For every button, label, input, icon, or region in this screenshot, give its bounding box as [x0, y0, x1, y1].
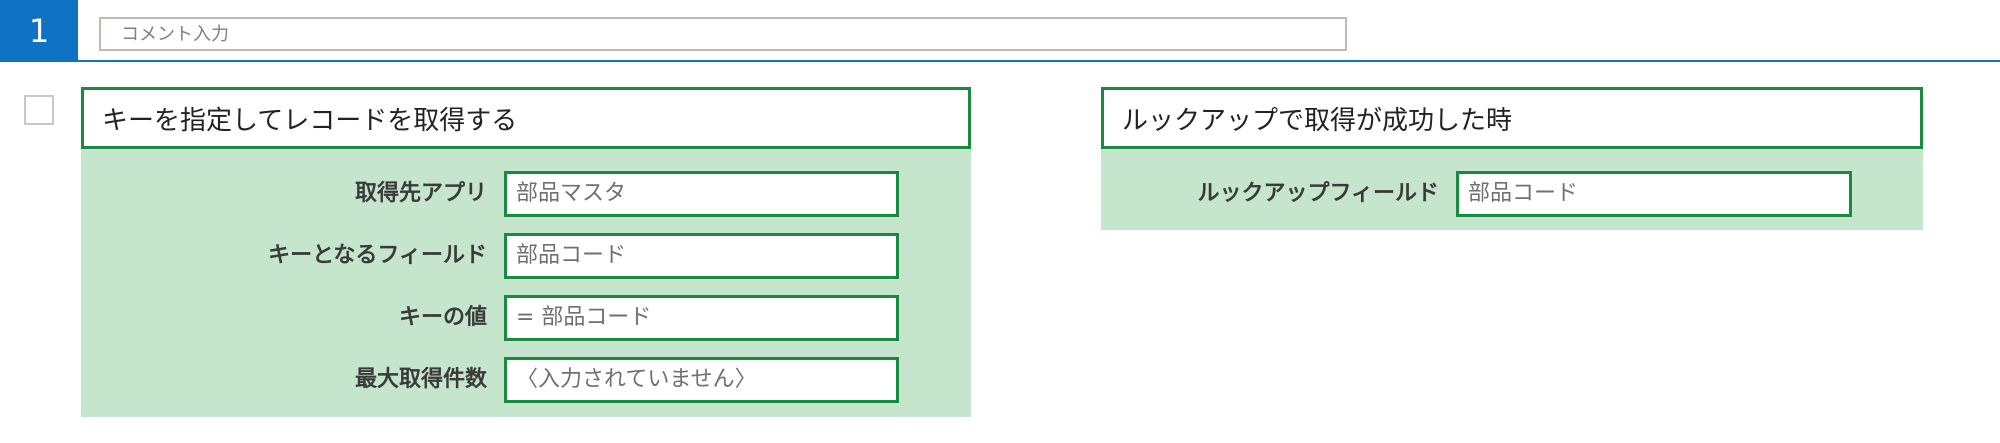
step-number-badge: 1 — [0, 0, 78, 62]
get-record-panel: キーを指定してレコードを取得する 取得先アプリ 部品マスタ キーとなるフィールド… — [81, 87, 971, 417]
lookup-success-panel: ルックアップで取得が成功した時 ルックアップフィールド 部品コード — [1101, 87, 1923, 230]
key-value-field[interactable]: = 部品コード — [504, 295, 899, 341]
get-record-panel-title[interactable]: キーを指定してレコードを取得する — [81, 87, 971, 149]
step-checkbox[interactable] — [24, 95, 54, 125]
key-value-label: キーの値 — [398, 305, 487, 330]
key-field-field[interactable]: 部品コード — [504, 233, 899, 279]
comment-input[interactable] — [99, 17, 1347, 51]
max-count-label: 最大取得件数 — [354, 367, 487, 392]
lookup-field-label: ルックアップフィールド — [1197, 181, 1439, 206]
key-field-label: キーとなるフィールド — [268, 243, 487, 268]
source-app-label: 取得先アプリ — [354, 181, 487, 206]
header-divider — [0, 60, 2000, 62]
lookup-field-field[interactable]: 部品コード — [1456, 171, 1852, 217]
max-count-field[interactable]: 〈入力されていません〉 — [504, 357, 899, 403]
source-app-field[interactable]: 部品マスタ — [504, 171, 899, 217]
lookup-success-panel-title[interactable]: ルックアップで取得が成功した時 — [1101, 87, 1923, 149]
